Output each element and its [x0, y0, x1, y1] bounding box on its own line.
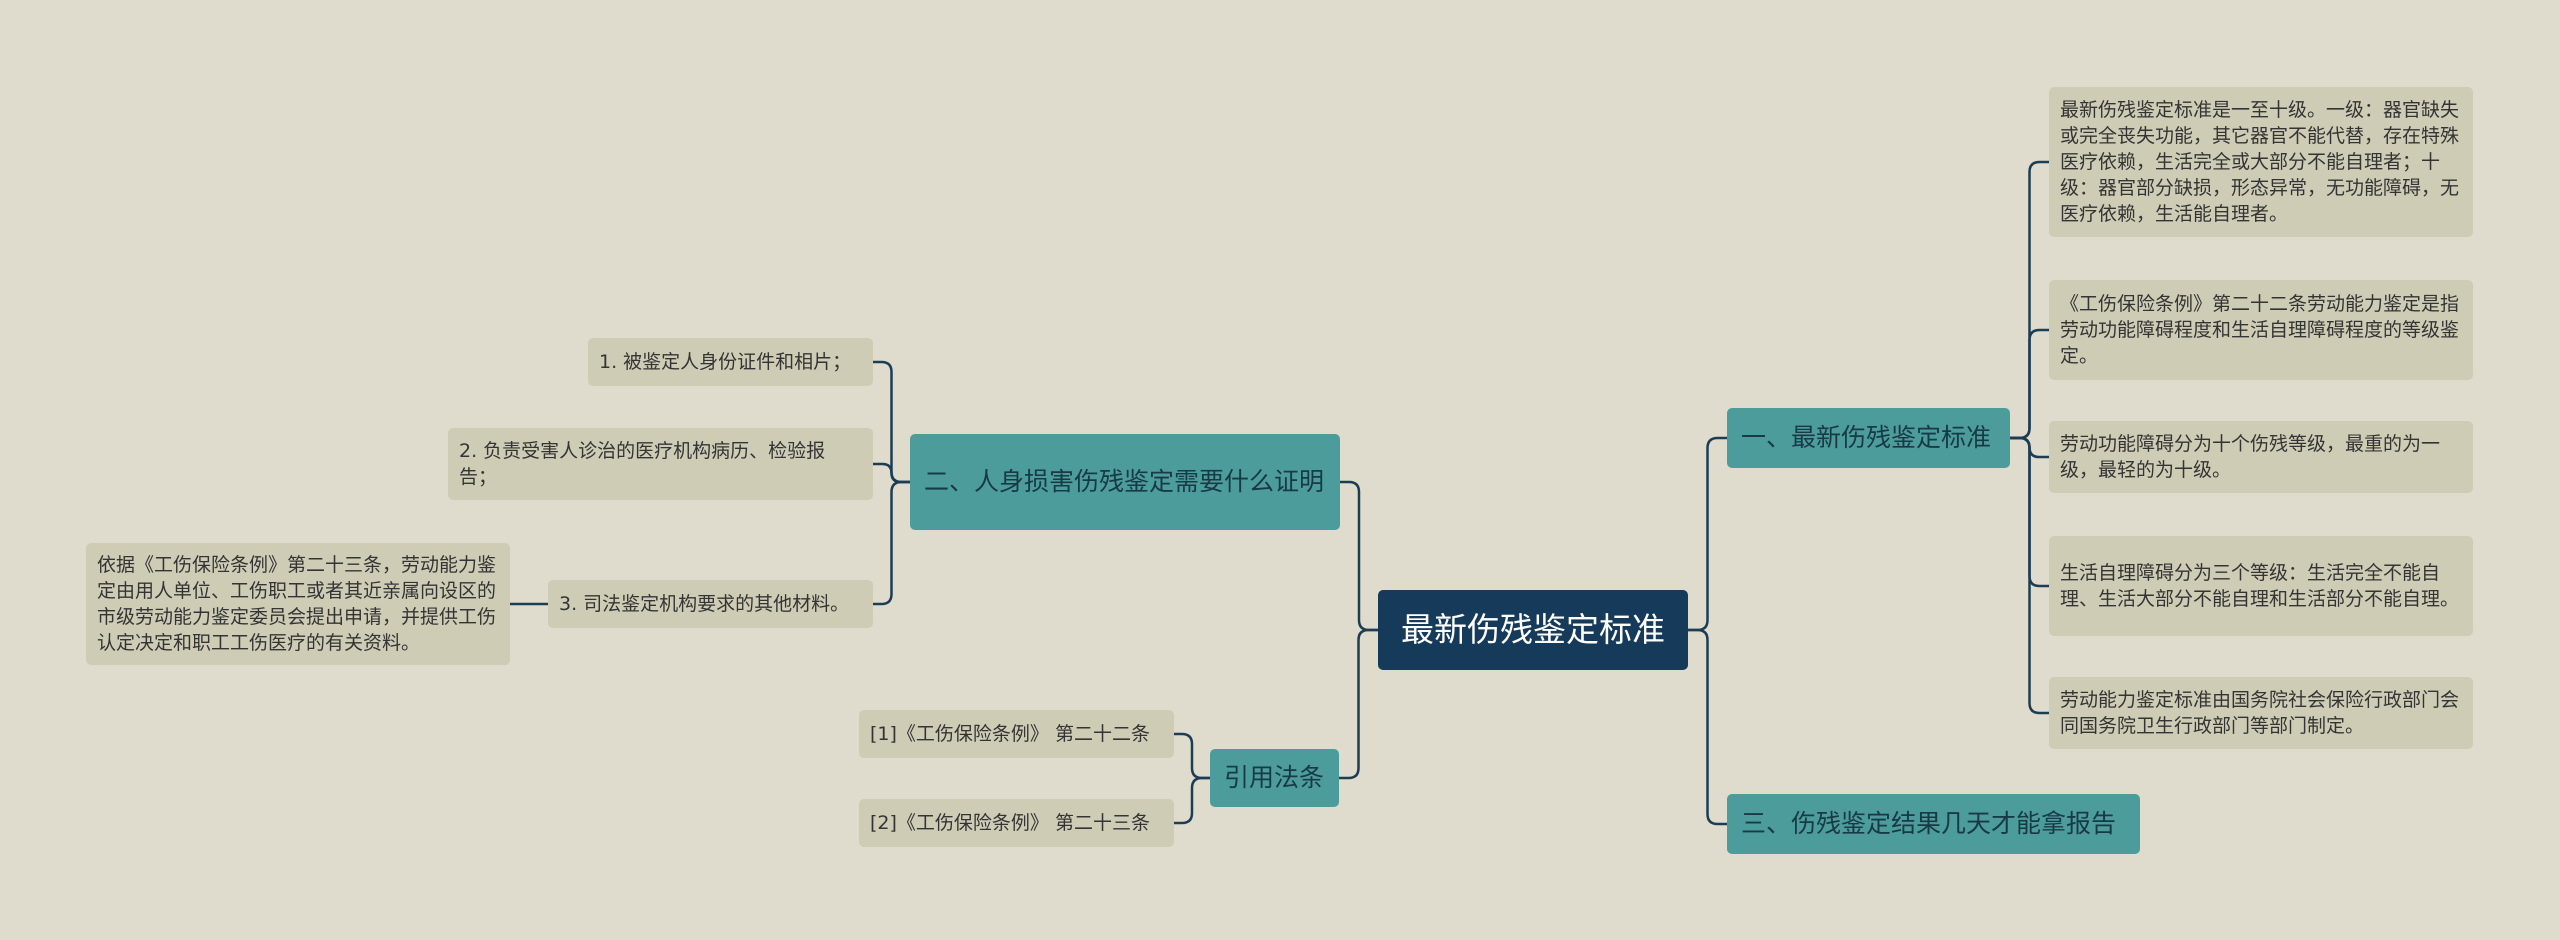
leaf-medical-records[interactable]: 2. 负责受害人诊治的医疗机构病历、检验报告； — [448, 428, 873, 500]
branch-label: 一、最新伤残鉴定标准 — [1741, 423, 1992, 452]
leaf-ten-grades[interactable]: 劳动功能障碍分为十个伤残等级，最重的为一级，最轻的为十级。 — [2049, 421, 2473, 493]
leaf-three-self-care-levels[interactable]: 生活自理障碍分为三个等级：生活完全不能自理、生活大部分不能自理和生活部分不能自理… — [2049, 536, 2473, 636]
leaf-article-23-application[interactable]: 依据《工伤保险条例》第二十三条，劳动能力鉴定由用人单位、工伤职工或者其近亲属向设… — [86, 543, 510, 665]
leaf-label: 3. 司法鉴定机构要求的其他材料。 — [559, 593, 850, 615]
connector-n-r1c2 — [2010, 328, 2049, 440]
branch-label: 二、人身损害伤残鉴定需要什么证明 — [924, 467, 1325, 496]
connector-n-r1c5 — [2010, 436, 2049, 715]
leaf-label: 1. 被鉴定人身份证件和相片； — [599, 351, 852, 373]
connector-n-r1 — [1688, 436, 1727, 632]
leaf-citation-2[interactable]: [2]《工伤保险条例》 第二十三条 — [859, 799, 1174, 847]
connector-n-l1c3 — [873, 480, 910, 606]
connector-n-l2c1 — [1174, 732, 1210, 780]
connector-n-l2c2 — [1174, 776, 1210, 825]
leaf-other-materials[interactable]: 3. 司法鉴定机构要求的其他材料。 — [548, 580, 873, 628]
branch-cited-laws[interactable]: 引用法条 — [1210, 749, 1339, 807]
connector-n-r2 — [1688, 628, 1727, 826]
leaf-standard-levels[interactable]: 最新伤残鉴定标准是一至十级。一级：器官缺失或完全丧失功能，其它器官不能代替，存在… — [2049, 87, 2473, 237]
root-topic[interactable]: 最新伤残鉴定标准 — [1378, 590, 1688, 670]
leaf-label: 生活自理障碍分为三个等级：生活完全不能自理、生活大部分不能自理和生活部分不能自理… — [2060, 562, 2460, 610]
leaf-citation-1[interactable]: [1]《工伤保险条例》 第二十二条 — [859, 710, 1174, 758]
connector-n-l1c2 — [873, 462, 910, 484]
branch-label: 三、伤残鉴定结果几天才能拿报告 — [1741, 809, 2117, 838]
leaf-label: 劳动功能障碍分为十个伤残等级，最重的为一级，最轻的为十级。 — [2060, 433, 2441, 481]
leaf-label: 劳动能力鉴定标准由国务院社会保险行政部门会同国务院卫生行政部门等部门制定。 — [2060, 689, 2460, 737]
connector-n-l2 — [1339, 628, 1378, 780]
leaf-standard-authority[interactable]: 劳动能力鉴定标准由国务院社会保险行政部门会同国务院卫生行政部门等部门制定。 — [2049, 677, 2473, 749]
connector-n-l1c1 — [873, 360, 910, 484]
branch-required-documents[interactable]: 二、人身损害伤残鉴定需要什么证明 — [910, 434, 1340, 530]
leaf-label: 最新伤残鉴定标准是一至十级。一级：器官缺失或完全丧失功能，其它器官不能代替，存在… — [2060, 99, 2460, 225]
leaf-label: 2. 负责受害人诊治的医疗机构病历、检验报告； — [459, 440, 826, 488]
root-topic-label: 最新伤残鉴定标准 — [1401, 610, 1665, 649]
branch-latest-standard[interactable]: 一、最新伤残鉴定标准 — [1727, 408, 2010, 468]
branch-label: 引用法条 — [1224, 763, 1325, 792]
leaf-id-documents[interactable]: 1. 被鉴定人身份证件和相片； — [588, 338, 873, 386]
connector-n-r1c3 — [2010, 436, 2049, 459]
leaf-label: 《工伤保险条例》第二十二条劳动能力鉴定是指劳动功能障碍程度和生活自理障碍程度的等… — [2060, 293, 2460, 367]
leaf-article-22-definition[interactable]: 《工伤保险条例》第二十二条劳动能力鉴定是指劳动功能障碍程度和生活自理障碍程度的等… — [2049, 280, 2473, 380]
leaf-label: [2]《工伤保险条例》 第二十三条 — [870, 812, 1150, 834]
connector-n-r1c4 — [2010, 436, 2049, 588]
branch-report-timing[interactable]: 三、伤残鉴定结果几天才能拿报告 — [1727, 794, 2140, 854]
connector-n-l1 — [1340, 480, 1378, 632]
leaf-label: 依据《工伤保险条例》第二十三条，劳动能力鉴定由用人单位、工伤职工或者其近亲属向设… — [97, 554, 497, 654]
leaf-label: [1]《工伤保险条例》 第二十二条 — [870, 723, 1150, 745]
connector-n-r1c1 — [2010, 160, 2049, 440]
